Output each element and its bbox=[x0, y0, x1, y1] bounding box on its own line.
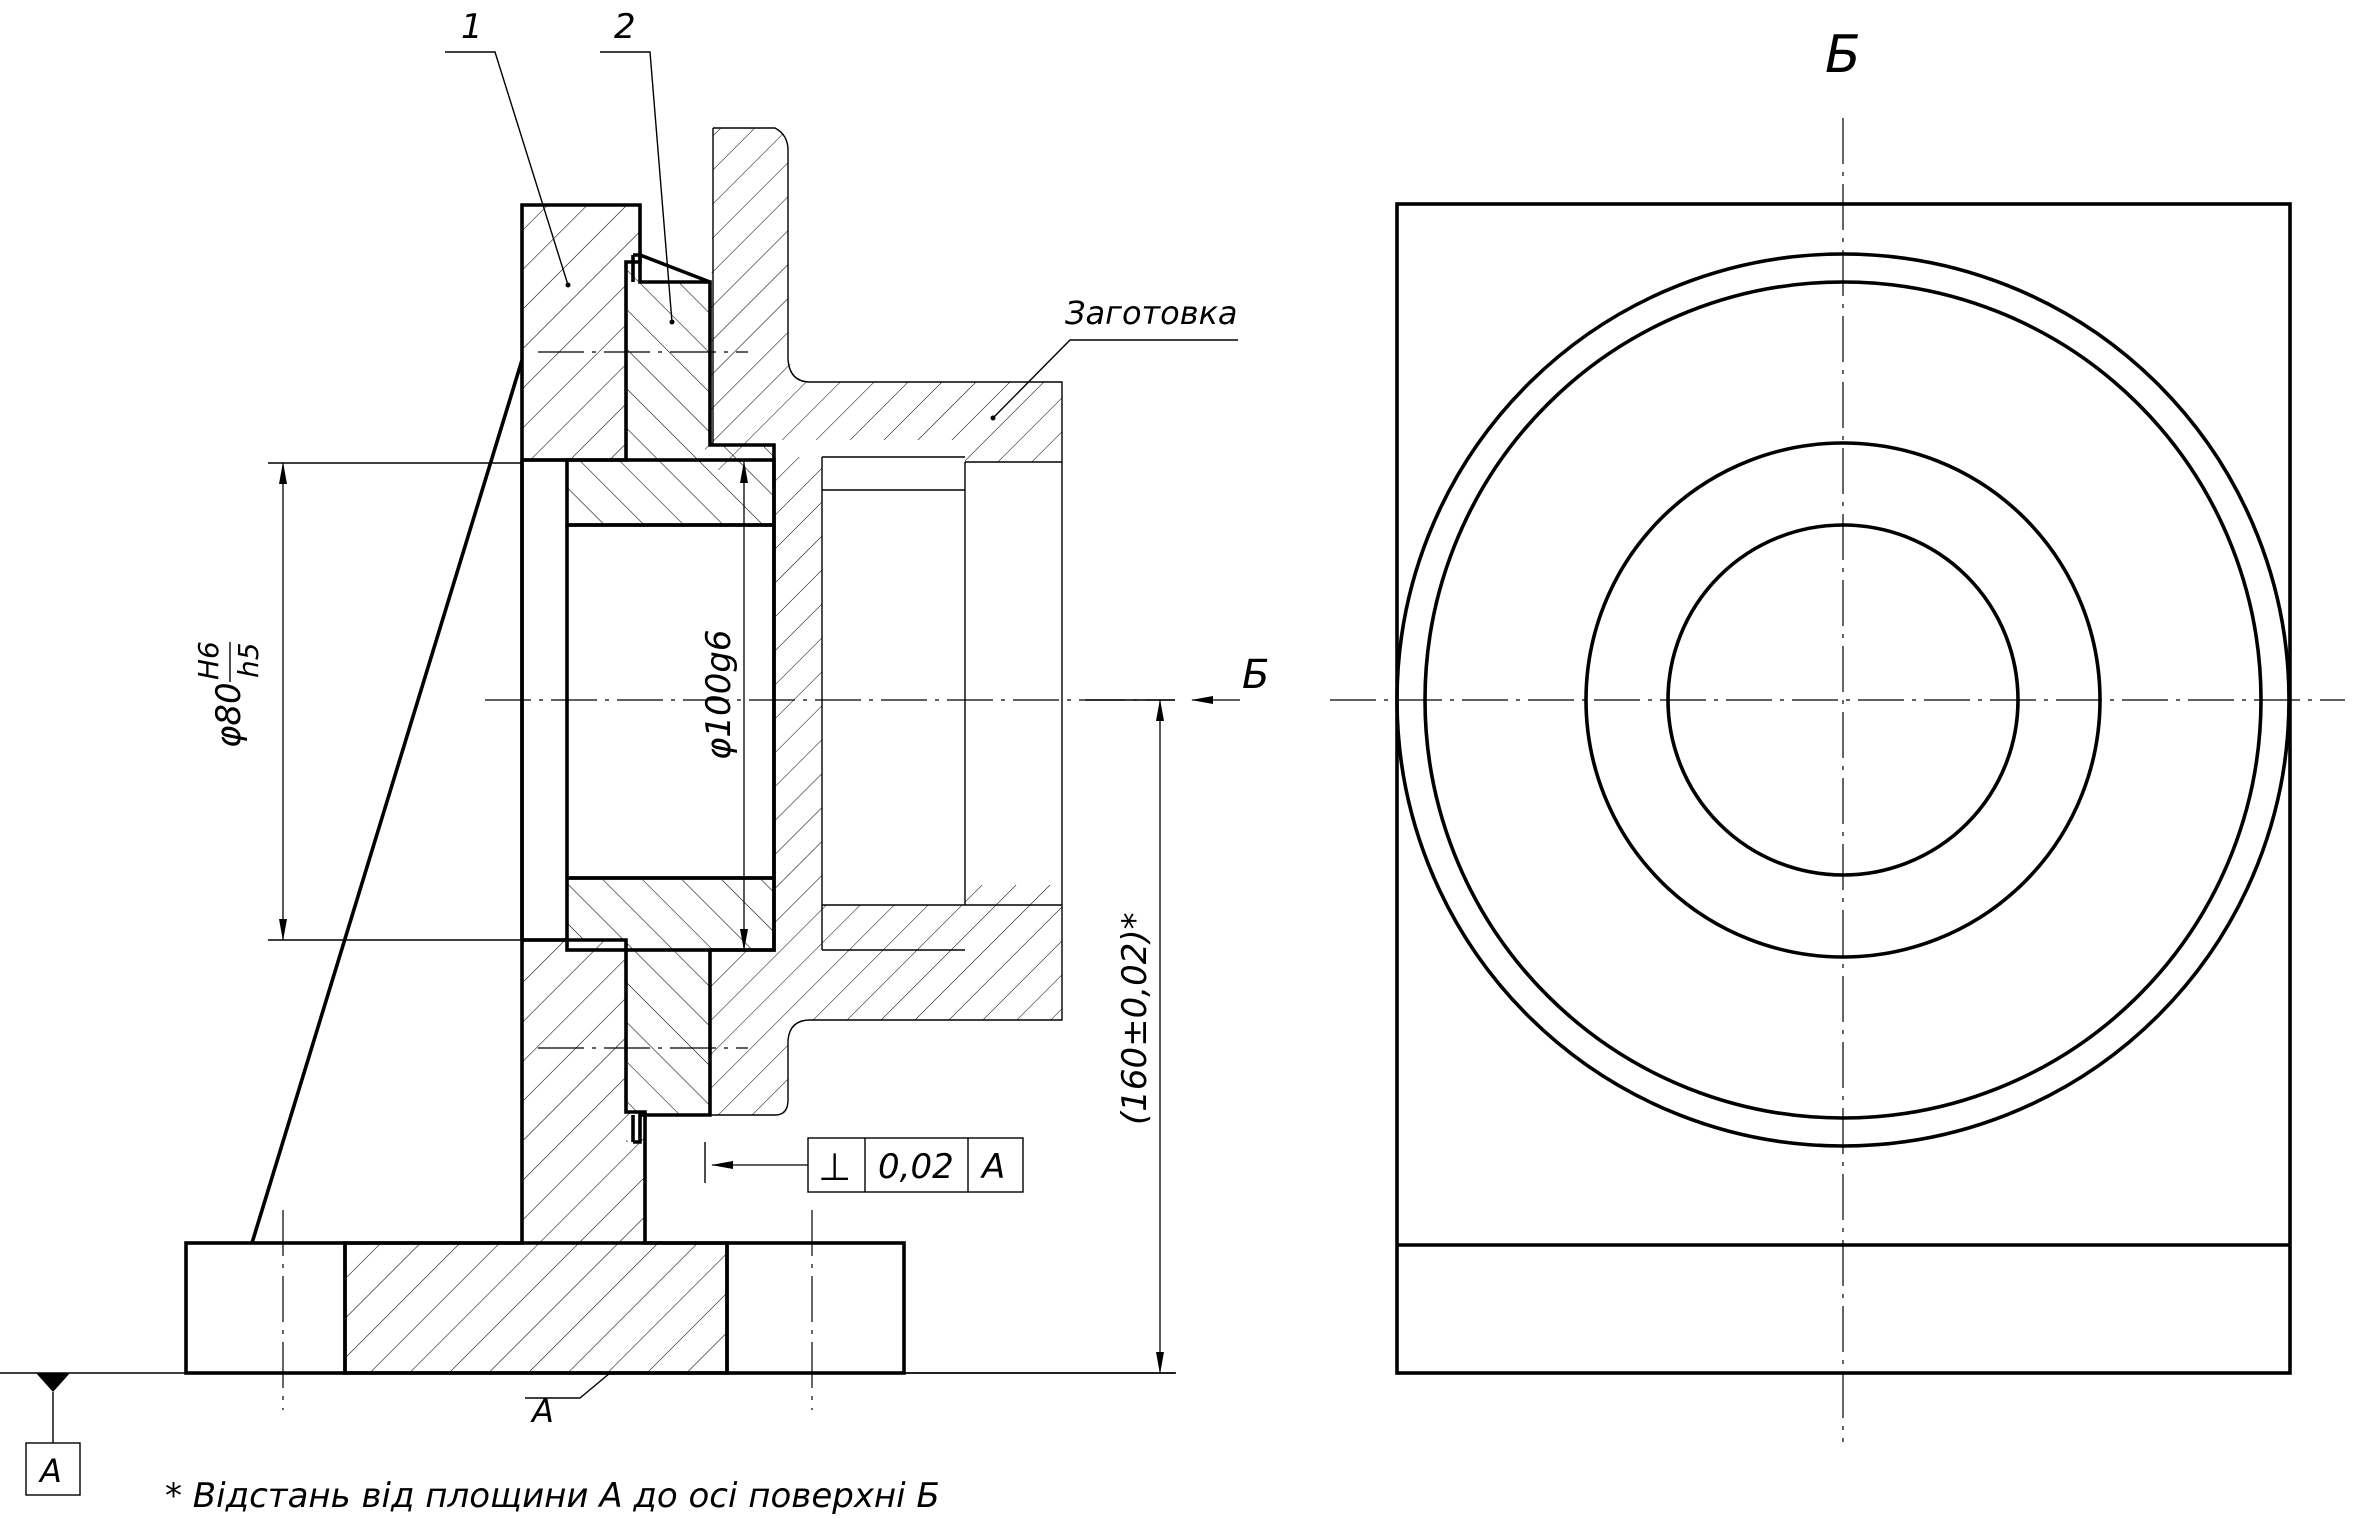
shaft-dimension: φ100g6 bbox=[699, 461, 748, 951]
shaft-dimension-text: φ100g6 bbox=[699, 629, 739, 760]
fit-hole-text: H6 bbox=[192, 641, 225, 680]
workpiece-label: Заготовка bbox=[1065, 294, 1238, 332]
section-view: 1 2 Заготовка φ80 H6 h5 φ100g6 (160±0,02… bbox=[0, 7, 1269, 1516]
height-dimension-text: (160±0,02)* bbox=[1115, 912, 1155, 1125]
fit-dimension: φ80 H6 h5 bbox=[192, 462, 522, 941]
tolerance-symbol: ⊥ bbox=[818, 1145, 851, 1189]
tolerance-datum: A bbox=[980, 1147, 1005, 1187]
datum-surface-label: A bbox=[530, 1392, 554, 1430]
fit-prefix-text: φ80 bbox=[209, 682, 249, 748]
datum: A A bbox=[0, 1372, 1176, 1496]
view-arrow-label: Б bbox=[1242, 652, 1269, 698]
part-1-label: 1 bbox=[461, 7, 483, 47]
view-b: Б bbox=[1330, 25, 2345, 1442]
view-arrow: Б bbox=[1191, 652, 1269, 704]
footnote: * Відстань від площини А до осі поверхні… bbox=[165, 1476, 940, 1516]
tolerance-frame: ⊥ 0,02 A bbox=[704, 1137, 1024, 1193]
view-title: Б bbox=[1825, 25, 1861, 85]
datum-box-label: A bbox=[38, 1452, 62, 1490]
tolerance-value: 0,02 bbox=[878, 1147, 954, 1187]
leaders bbox=[445, 51, 1238, 1399]
workpiece-section bbox=[705, 127, 1063, 1116]
part-2-label: 2 bbox=[614, 7, 636, 47]
bushing bbox=[538, 253, 776, 1144]
fit-shaft-text: h5 bbox=[232, 642, 265, 678]
